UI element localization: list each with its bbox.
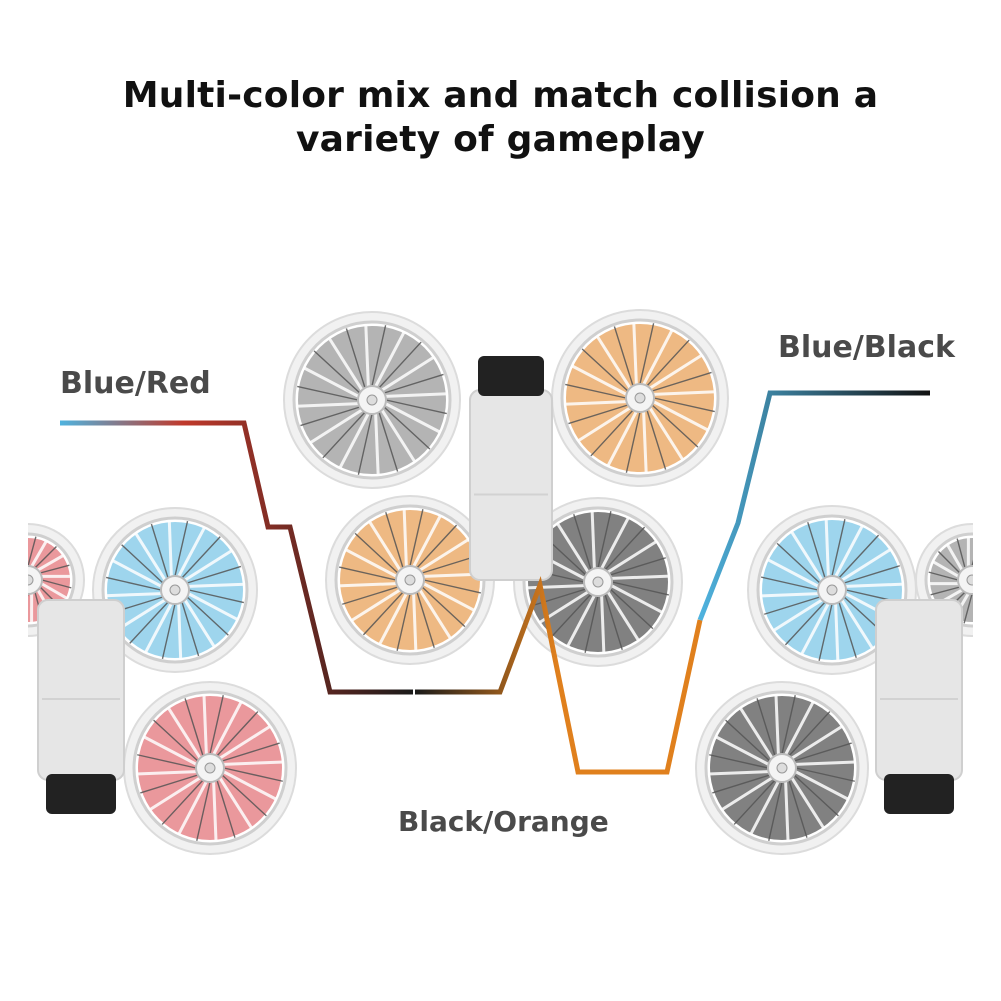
prop-center-top-left (283, 311, 461, 489)
blue-red-connector (60, 420, 413, 695)
prop-right-top (747, 505, 917, 675)
left-drone-body (37, 599, 125, 814)
blue-black-connector (697, 390, 930, 621)
prop-left-bottom (123, 681, 297, 855)
headline-line-2: variety of gameplay (296, 119, 705, 160)
center-drone-body (469, 356, 553, 581)
prop-center-bottom-left (325, 495, 495, 665)
headline: Multi-color mix and match collision a va… (0, 74, 1001, 162)
headline-line-1: Multi-color mix and match collision a (122, 75, 879, 116)
prop-center-bottom-right (513, 497, 683, 667)
prop-left-top (92, 507, 258, 673)
black-orange-connector (415, 575, 703, 775)
prop-center-top-right (551, 309, 729, 487)
label-blue-black: Blue/Black (778, 330, 955, 365)
label-blue-red: Blue/Red (60, 366, 211, 401)
label-black-orange: Black/Orange (398, 805, 609, 838)
right-drone-body (875, 599, 963, 814)
prop-right-bottom (695, 681, 869, 855)
